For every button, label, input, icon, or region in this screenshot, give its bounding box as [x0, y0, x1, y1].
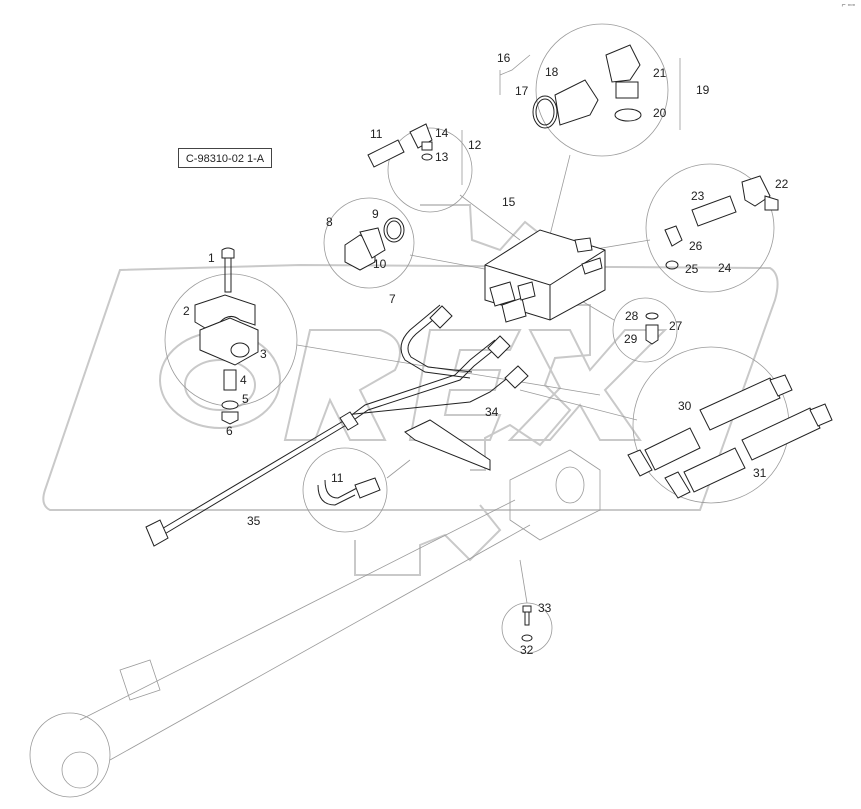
hydraulic-cylinder: [29, 449, 601, 798]
fitting-27-29: [645, 312, 659, 345]
callout-10: 10: [373, 257, 387, 271]
callout-32: 32: [520, 643, 534, 657]
callout-30: 30: [678, 399, 692, 413]
callout-17: 17: [515, 84, 529, 98]
callout-5: 5: [242, 392, 249, 406]
callout-31: 31: [753, 466, 767, 480]
callout-19: 19: [696, 83, 710, 97]
callout-23: 23: [691, 189, 705, 203]
callout-26: 26: [689, 239, 703, 253]
callout-8: 8: [326, 215, 333, 229]
callout-13: 13: [435, 150, 449, 164]
fitting-22-26: [664, 175, 779, 270]
callout-12: 12: [468, 138, 482, 152]
callout-20: 20: [653, 106, 667, 120]
callout-6: 6: [226, 424, 233, 438]
callout-11-upper: 11: [370, 127, 383, 141]
elbow-fitting: [317, 477, 381, 506]
callout-27: 27: [669, 319, 683, 333]
bolt-32-33: [521, 605, 533, 642]
clamp-assembly: [194, 247, 259, 425]
callout-9: 9: [372, 207, 379, 221]
callout-3: 3: [260, 347, 267, 361]
callout-14: 14: [435, 126, 449, 140]
callout-24: 24: [718, 261, 732, 275]
callout-21: 21: [653, 66, 667, 80]
callout-22: 22: [775, 177, 789, 191]
callout-28: 28: [625, 309, 639, 323]
callout-11-lower: 11: [331, 471, 344, 485]
callout-18: 18: [545, 65, 559, 79]
corner-mark: ⌐ ▫▫▫: [841, 2, 855, 9]
watermark-logo: [42, 263, 779, 511]
fitting-16-21: [532, 44, 642, 129]
callout-16: 16: [497, 51, 511, 65]
steel-tubes: [145, 304, 529, 547]
fitting-8-10: [344, 217, 405, 271]
bracket: [404, 419, 491, 471]
valve-block: [484, 229, 606, 323]
callout-35: 35: [247, 514, 261, 528]
callout-15: 15: [502, 195, 516, 209]
leader-lines: [296, 54, 681, 604]
callout-25: 25: [685, 262, 699, 276]
reference-code: C-98310-02 1-A: [178, 148, 272, 168]
fitting-11-14: [367, 123, 433, 168]
hoses-30-31: [627, 374, 833, 499]
callout-2: 2: [183, 304, 190, 318]
callout-34: 34: [485, 405, 499, 419]
callout-1: 1: [208, 251, 215, 265]
callout-33: 33: [538, 601, 552, 615]
callout-7: 7: [389, 292, 396, 306]
callout-29: 29: [624, 332, 638, 346]
detail-circles: [164, 23, 790, 654]
callout-4: 4: [240, 373, 247, 387]
